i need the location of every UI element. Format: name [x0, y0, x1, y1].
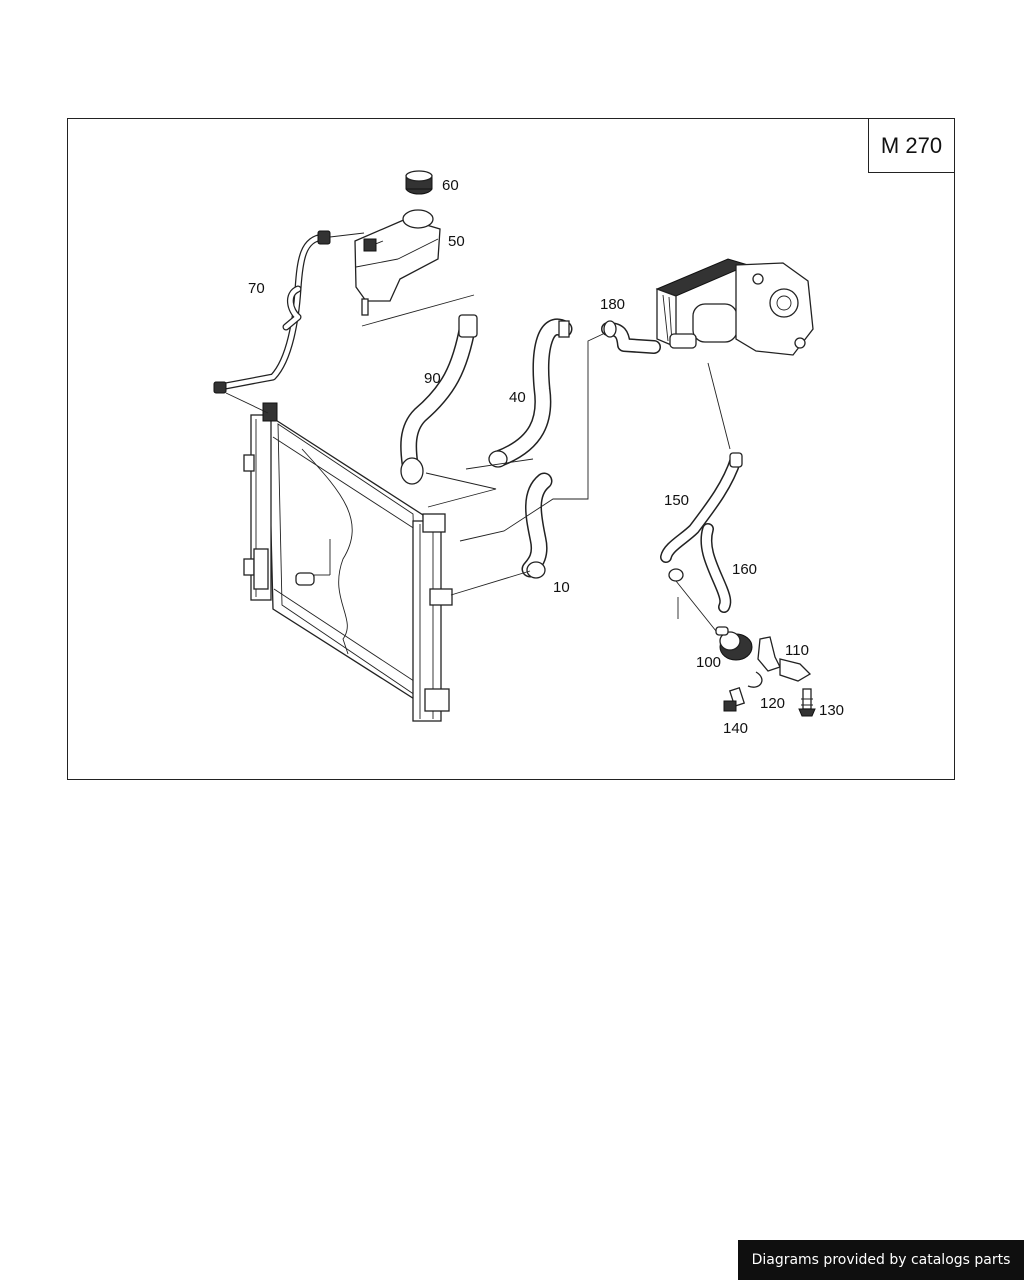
callout-40: 40 [509, 389, 526, 406]
hoses-150-160-illustration [660, 362, 743, 632]
callout-50: 50 [448, 233, 465, 250]
fasteners-illustration [723, 636, 816, 717]
reservoir-cap-illustration [405, 170, 433, 195]
diagram-drawing [213, 170, 816, 722]
vent-line-illustration [213, 230, 365, 414]
callout-180: 180 [600, 296, 626, 313]
callout-140: 140 [723, 720, 749, 737]
callout-110: 110 [785, 642, 809, 659]
coolant-module-illustration [655, 258, 814, 356]
callout-160: 160 [732, 561, 758, 578]
footer-credit: Diagrams provided by catalogs parts [738, 1240, 1024, 1280]
callout-70: 70 [248, 280, 265, 297]
engine-code-label: M 270 [868, 118, 955, 173]
callout-120: 120 [760, 695, 786, 712]
callout-150: 150 [664, 492, 690, 509]
callout-10: 10 [553, 579, 570, 596]
hose-90-illustration [400, 314, 478, 485]
water-pump-illustration [715, 626, 753, 661]
hose-40-illustration [488, 318, 573, 468]
callout-60: 60 [442, 177, 459, 194]
parts-diagram: M 270 60 50 70 90 40 180 10 150 160 100 … [67, 118, 955, 780]
leader-lines [361, 294, 679, 619]
callout-100: 100 [696, 654, 722, 671]
callout-130: 130 [819, 702, 845, 719]
expansion-tank-illustration [354, 209, 441, 316]
hose-180-illustration [601, 320, 661, 354]
radiator-illustration [243, 402, 453, 722]
callout-90: 90 [424, 370, 441, 387]
hose-10-illustration [521, 472, 553, 579]
